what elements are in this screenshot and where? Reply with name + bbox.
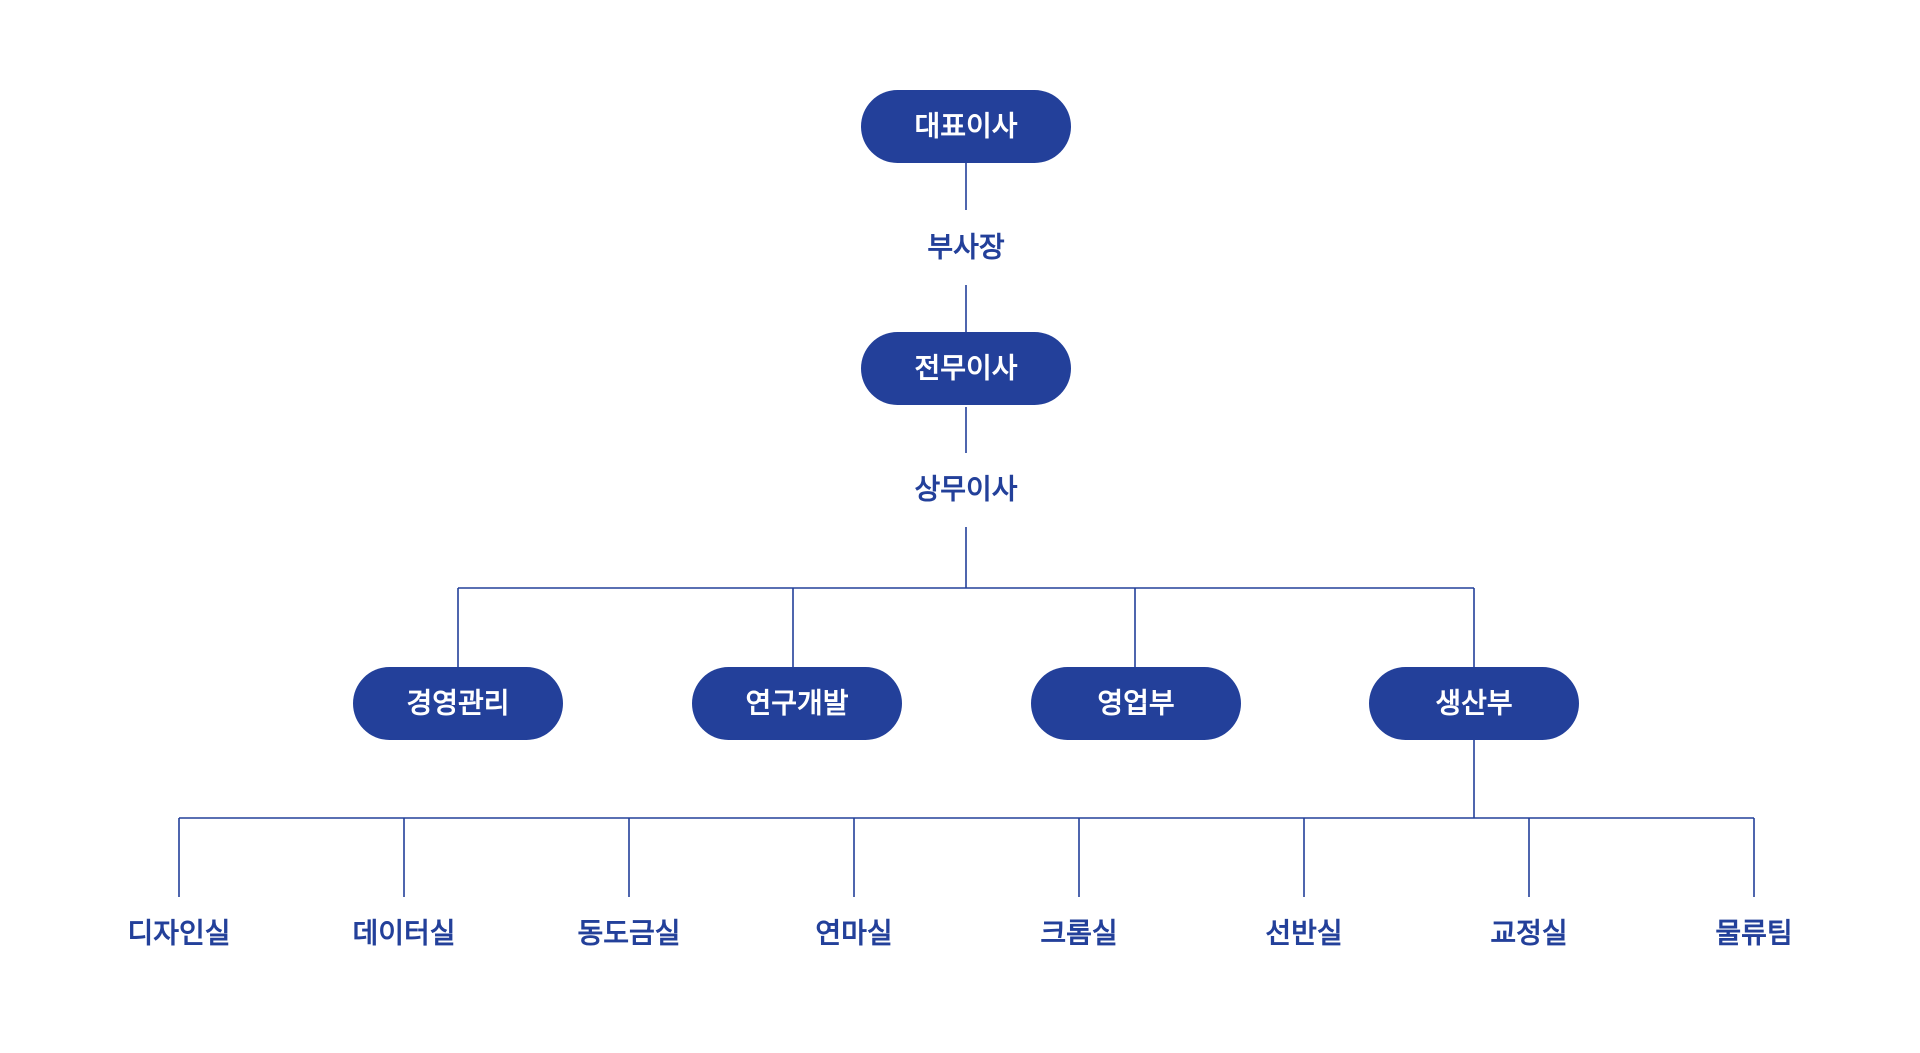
department-node: 영업부 <box>1031 667 1241 740</box>
department-node: 연구개발 <box>692 667 902 740</box>
connector-lines <box>178 163 1755 897</box>
team-label: 데이터실 <box>352 917 455 950</box>
senior-managing-director-label: 전무이사 <box>914 352 1017 385</box>
team-label: 연마실 <box>815 917 892 950</box>
team-label: 크롬실 <box>1040 917 1117 950</box>
team-label: 선반실 <box>1265 917 1342 950</box>
department-label: 연구개발 <box>745 687 848 720</box>
team-label: 디자인실 <box>127 917 230 950</box>
ceo-node: 대표이사 <box>861 90 1071 163</box>
senior-managing-director-node: 전무이사 <box>861 332 1071 405</box>
managing-director-label: 상무이사 <box>914 473 1017 506</box>
team-label: 교정실 <box>1490 917 1567 950</box>
department-label: 생산부 <box>1435 687 1512 720</box>
department-node: 경영관리 <box>353 667 563 740</box>
team-label: 물류팀 <box>1715 917 1792 950</box>
department-label: 영업부 <box>1097 687 1174 720</box>
team-label: 동도금실 <box>577 917 680 950</box>
department-label: 경영관리 <box>406 687 509 720</box>
ceo-label: 대표이사 <box>914 110 1017 143</box>
department-node: 생산부 <box>1369 667 1579 740</box>
vice-president-label: 부사장 <box>927 231 1005 264</box>
